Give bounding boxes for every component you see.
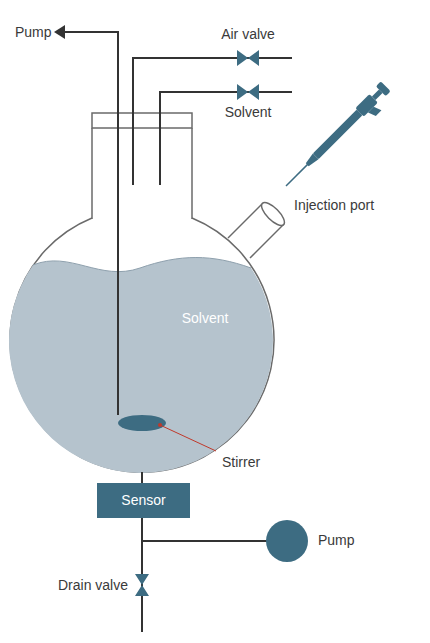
valve-symbol [237, 50, 259, 66]
part-label: Pump [318, 532, 355, 549]
flask-neck [191, 128, 193, 219]
pump-symbol [266, 520, 308, 562]
pipette [281, 81, 396, 196]
part-label: Pump [15, 24, 52, 41]
solvent-liquid [9, 258, 273, 473]
stirrer-bar [118, 415, 166, 431]
part-label: Drain valve [58, 577, 128, 594]
port-tube [250, 224, 284, 258]
solvent-line [160, 92, 292, 185]
pump-tube [64, 32, 118, 415]
part-label: Solvent [225, 104, 272, 121]
port-opening [258, 199, 288, 229]
leader-line [160, 425, 216, 451]
part-label: Air valve [221, 26, 275, 43]
liquid-surface [33, 258, 251, 272]
part-label: Injection port [294, 197, 374, 214]
port-tube [228, 204, 262, 238]
pump-pipe [142, 540, 270, 542]
node-text: Sensor [121, 492, 165, 509]
valve-symbol [237, 84, 259, 100]
liquid-label: Solvent [182, 310, 229, 327]
part-label: Stirrer [222, 454, 260, 471]
sensor-box: Sensor [97, 483, 190, 518]
valve-symbol [135, 574, 149, 596]
air-line [133, 58, 292, 185]
flask-lip [92, 113, 192, 128]
flask-neck [91, 128, 93, 219]
arrow-head [54, 25, 65, 39]
